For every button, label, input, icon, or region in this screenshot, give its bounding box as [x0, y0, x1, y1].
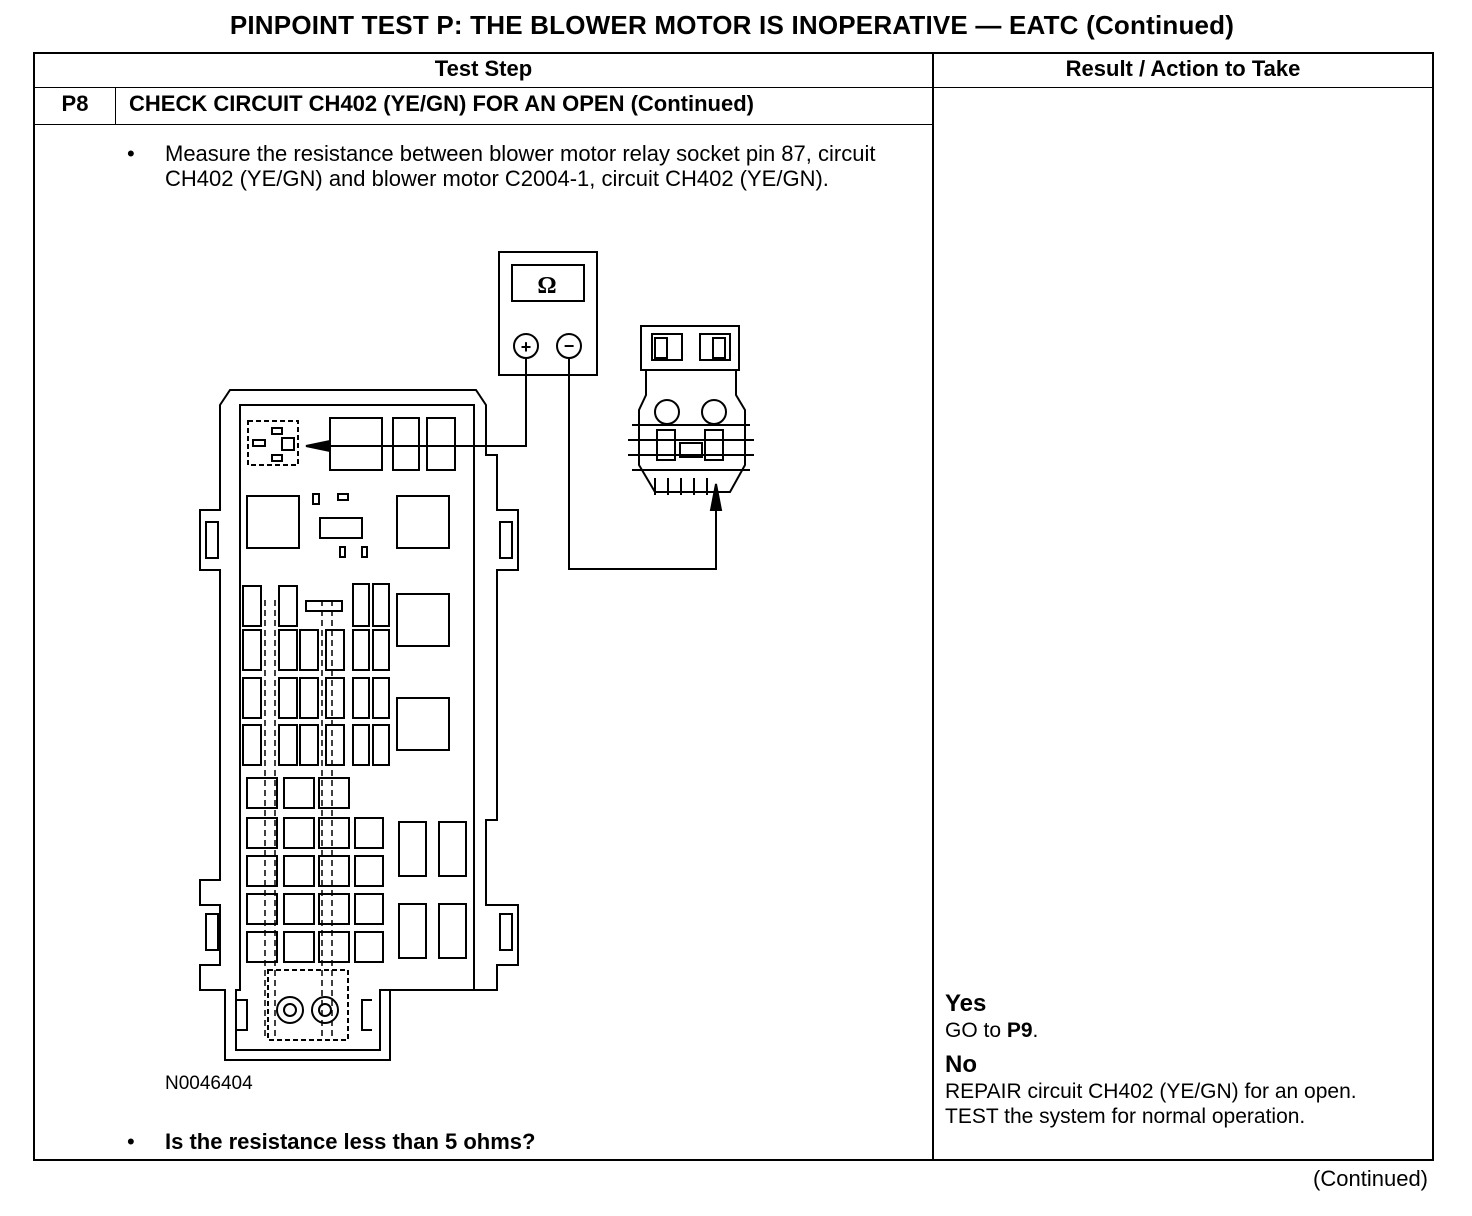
column-divider [932, 52, 934, 1161]
table-border-top [33, 52, 1434, 54]
blower-motor-connector [628, 325, 754, 495]
figure-id: N0046404 [165, 1073, 253, 1094]
yes-action: GO to P9. [945, 1018, 1415, 1043]
continued-note: (Continued) [1313, 1166, 1428, 1191]
no-action: REPAIR circuit CH402 (YE/GN) for an open… [945, 1080, 1357, 1128]
bullet-instruction: • [127, 141, 135, 166]
yes-action-suffix: . [1032, 1019, 1039, 1042]
fuse-relay-box [199, 389, 519, 1061]
table-border-right [1432, 52, 1434, 1161]
negative-probe-tip [709, 483, 723, 511]
header-test-step: Test Step [434, 56, 533, 81]
step-question: Is the resistance less than 5 ohms? [165, 1129, 536, 1154]
no-label: No [945, 1051, 977, 1078]
yes-action-target: P9 [1006, 1019, 1033, 1042]
step-title-divider [33, 124, 933, 125]
table-border-bottom [33, 1159, 1434, 1161]
header-divider [33, 87, 1434, 88]
minus-sign: − [564, 336, 575, 356]
bullet-question: • [127, 1129, 135, 1154]
step-instruction: Measure the resistance between blower mo… [165, 141, 876, 191]
step-id-divider [115, 88, 116, 125]
yes-action-prefix: GO to [945, 1019, 1007, 1042]
ohm-symbol: Ω [537, 273, 556, 299]
step-id: P8 [61, 91, 89, 116]
header-result-action: Result / Action to Take [1065, 56, 1301, 81]
ohmmeter-body [498, 251, 598, 376]
plus-sign: + [521, 337, 532, 357]
yes-label: Yes [945, 990, 987, 1017]
step-title: CHECK CIRCUIT CH402 (YE/GN) FOR AN OPEN … [129, 91, 754, 116]
ohmmeter-display [511, 264, 585, 302]
positive-probe-tip [305, 439, 331, 453]
table-border-left [33, 52, 35, 1161]
positive-lead [318, 358, 527, 447]
page-title: PINPOINT TEST P: THE BLOWER MOTOR IS INO… [229, 10, 1235, 40]
negative-lead [568, 358, 717, 570]
